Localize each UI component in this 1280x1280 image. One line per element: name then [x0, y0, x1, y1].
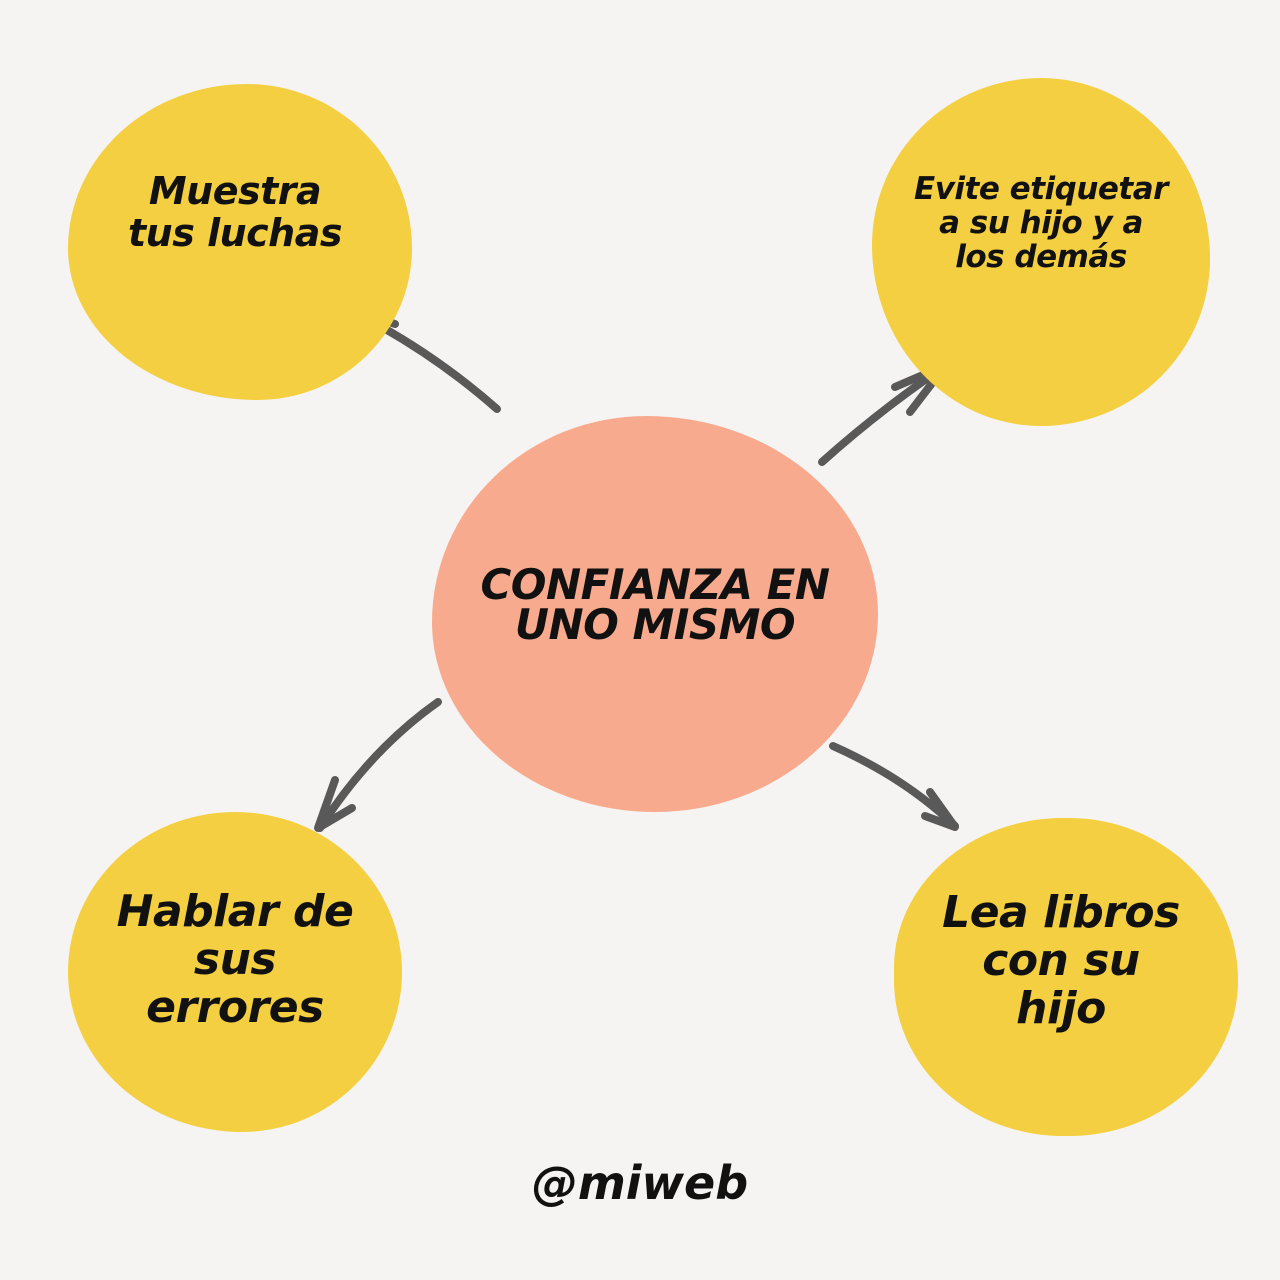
node-show-your-struggles: Muestra tus luchas — [68, 84, 412, 400]
node-avoid-labeling: Evite etiquetar a su hijo y a los demás — [872, 78, 1210, 426]
arrow-to-bottom-right — [829, 742, 959, 830]
node-talk-about-mistakes: Hablar de sus errores — [68, 812, 402, 1132]
footer-handle: @miweb — [531, 1156, 749, 1210]
arrowhead-bottom-right — [921, 788, 959, 831]
arrowhead-bottom-left — [314, 776, 356, 832]
central-node-label: CONFIANZA EN UNO MISMO — [480, 560, 830, 649]
node-label: Muestra tus luchas — [128, 169, 342, 255]
node-label: Evite etiquetar a su hijo y a los demás — [914, 171, 1168, 275]
central-node-self-confidence: CONFIANZA EN UNO MISMO — [432, 416, 878, 812]
node-read-books: Lea libros con su hijo — [894, 818, 1238, 1136]
arrow-to-bottom-left — [316, 698, 442, 832]
node-label: Lea libros con su hijo — [942, 887, 1180, 1034]
arrow-to-top-right — [818, 362, 949, 466]
node-label: Hablar de sus errores — [116, 886, 354, 1033]
